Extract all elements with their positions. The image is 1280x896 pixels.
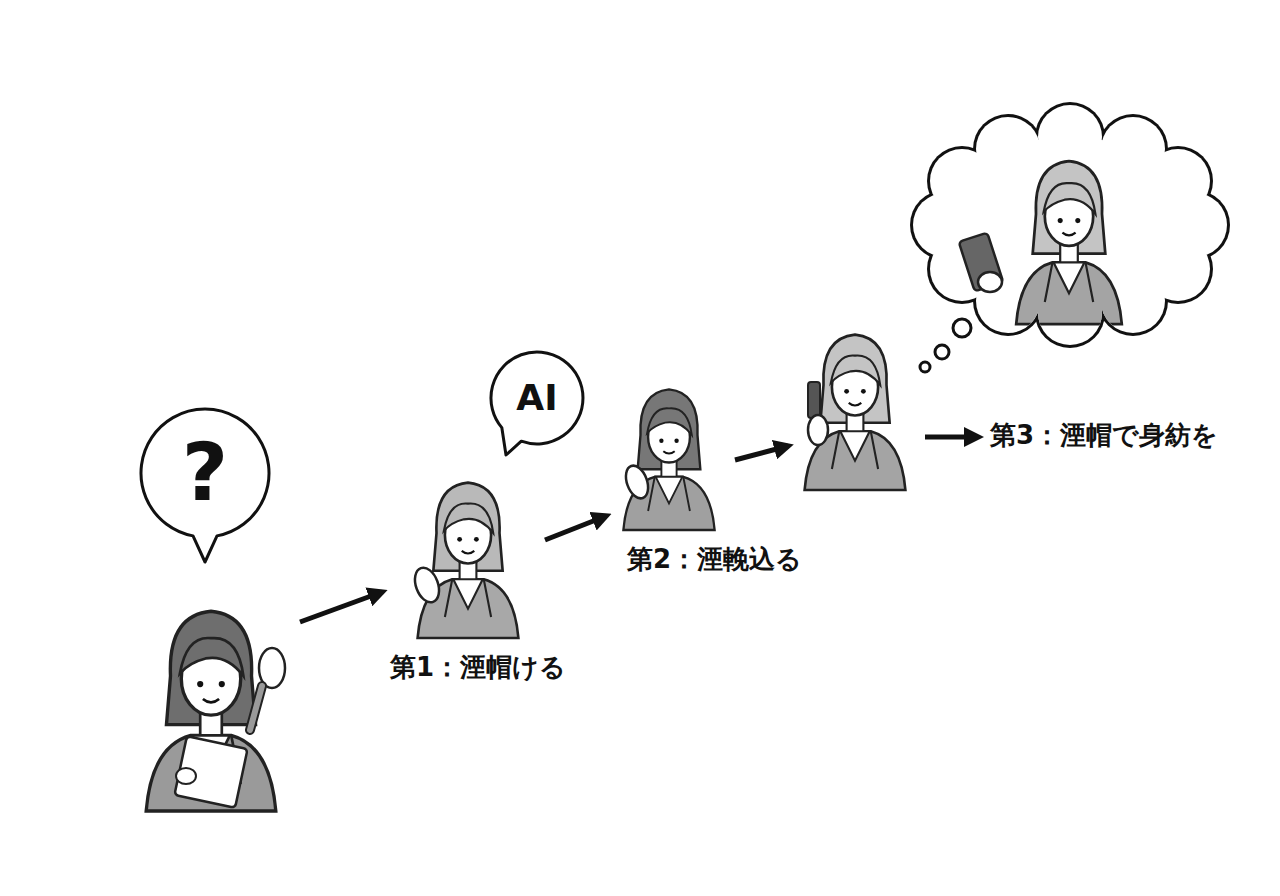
thought-cloud-part <box>978 272 1002 292</box>
thought-cloud-part-part <box>1016 161 1122 324</box>
listener-figure-part <box>411 564 444 605</box>
thought-cloud-part <box>910 102 1230 348</box>
step-label: 第3：湮帽で身紡を <box>990 420 1218 451</box>
presenter-figure-part <box>146 611 276 811</box>
speech-bubble: ? <box>137 405 273 565</box>
step-label: 第1：湮帽ける <box>390 652 566 683</box>
bubble-content: AI <box>488 349 586 447</box>
bubble-text: AI <box>516 379 557 417</box>
thought-cloud-part <box>959 233 1004 292</box>
flow-arrow-part <box>735 446 788 460</box>
thinking-figure-part <box>622 463 652 502</box>
listener-figure-part <box>418 483 519 638</box>
step-label: 第2：湮輓込る <box>627 544 802 575</box>
presenter-figure-part <box>174 736 247 808</box>
thought-cloud-part <box>935 345 949 359</box>
bubble-content: ? <box>137 405 273 541</box>
thinking-figure <box>622 389 715 530</box>
flow-arrow-part <box>925 435 978 440</box>
bubble-text: ? <box>182 431 228 515</box>
presenter-figure-part <box>250 686 262 730</box>
thought-cloud-part <box>953 319 971 337</box>
flow-arrow-part <box>300 592 382 622</box>
thought-cloud-part <box>1016 161 1122 324</box>
presenter-figure <box>146 611 285 811</box>
thought-cloud <box>910 102 1230 372</box>
listener-figure <box>411 483 519 638</box>
thinking-figure-part <box>623 389 714 530</box>
phone-figure-part <box>805 335 906 490</box>
thought-cloud-part-part <box>1146 149 1210 213</box>
flow-arrow <box>300 437 978 622</box>
bubble-outline <box>141 409 269 562</box>
thought-cloud-part-part <box>976 117 1040 181</box>
bubble-outline <box>491 352 583 455</box>
thought-cloud-part <box>920 362 930 372</box>
phone-figure-part <box>808 415 828 445</box>
phone-figure-part <box>808 382 820 418</box>
presenter-figure-part <box>176 768 196 784</box>
speech-bubble: AI <box>488 349 588 457</box>
phone-figure <box>805 335 906 490</box>
thought-cloud-part-part <box>1038 105 1102 169</box>
flow-arrow-part <box>545 516 606 540</box>
thought-cloud-part <box>913 105 1227 345</box>
presenter-figure-part <box>250 686 262 730</box>
